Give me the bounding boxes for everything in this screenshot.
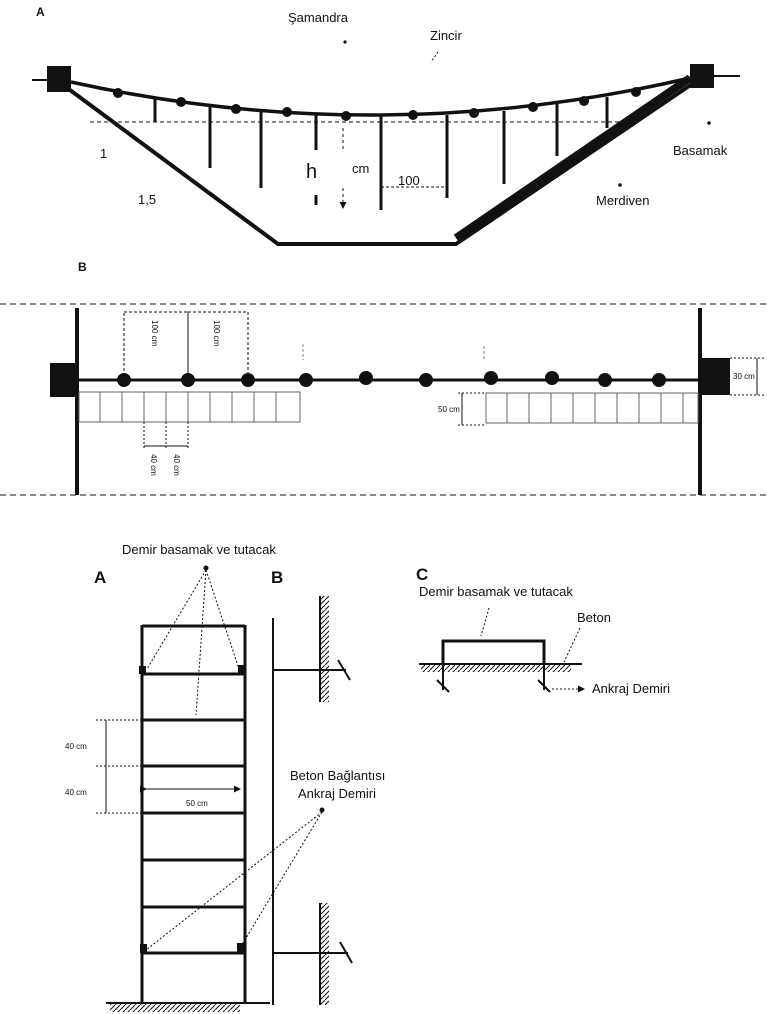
step-grid-left [78,391,301,423]
detail-b-anchorage: B Beton Bağlantısı Ankraj Demiri [145,568,385,1005]
detail-c-step: C Demir basamak ve tutacak Beton Ankraj … [416,565,670,696]
float [231,104,241,114]
step-pointer [707,121,711,125]
floats [113,87,641,121]
concrete-label: Beton [577,610,611,625]
float [341,111,351,121]
dim-40-left: 40 cm [149,454,158,476]
float-label: Şamandra [288,10,349,25]
right-anchor-block [690,64,714,88]
right-anchor-block-plan [700,358,730,395]
detail-panel-c: C [416,565,428,584]
step-grid-right [485,392,699,424]
float [469,108,479,118]
float [113,88,123,98]
dim-30: 30 cm [733,372,755,381]
spacing-label: 100 [398,173,420,188]
chain-label: Zincir [430,28,462,43]
canal-profile [68,82,694,246]
anchor-rebar-label: Ankraj Demiri [298,786,376,801]
section-b-plan-view: B 100 cm 100 cm [0,260,767,496]
detail-panel-a: A [94,568,106,587]
panel-label-a: A [36,5,45,19]
detail-panel-b: B [271,568,283,587]
dim-box-100-right [187,311,249,381]
section-a-cross-section: A [32,5,740,246]
slope-label-1: 1 [100,146,107,161]
dim-40-right: 40 cm [172,454,181,476]
detail-a-ladder: Demir basamak ve tutacak A [65,542,276,1012]
dim-100-right: 100 cm [212,320,221,347]
dim-100-left: 100 cm [150,320,159,347]
dim-50: 50 cm [438,405,460,414]
dim-40-lower: 40 cm [65,788,87,797]
h-unit: cm [352,161,369,176]
ladder-pointer [618,183,622,187]
chain-pointer [430,51,439,63]
detail-label-demir-c: Demir basamak ve tutacak [419,584,573,599]
detail-label-demir-a: Demir basamak ve tutacak [122,542,276,557]
float [176,97,186,107]
panel-label-b: B [78,260,87,274]
ladder-label: Merdiven [596,193,649,208]
ladder-rungs [142,624,245,955]
chain-line [70,76,691,117]
step-label: Basamak [673,143,728,158]
left-anchor-block [47,66,71,92]
float [408,110,418,120]
float [282,107,292,117]
concrete-connection-label: Beton Bağlantısı [290,768,385,783]
float [528,102,538,112]
anchor-label: Ankraj Demiri [592,681,670,696]
ladder-slope [453,74,693,242]
float [579,96,589,106]
dim-40-upper: 40 cm [65,742,87,751]
float-pointer [343,40,347,44]
left-anchor-block-plan [50,363,77,397]
hanging-rods [153,97,609,210]
h-label: h [306,161,317,183]
float [631,87,641,97]
dim-50-width: 50 cm [186,799,208,808]
slope-label-15: 1,5 [138,192,156,207]
